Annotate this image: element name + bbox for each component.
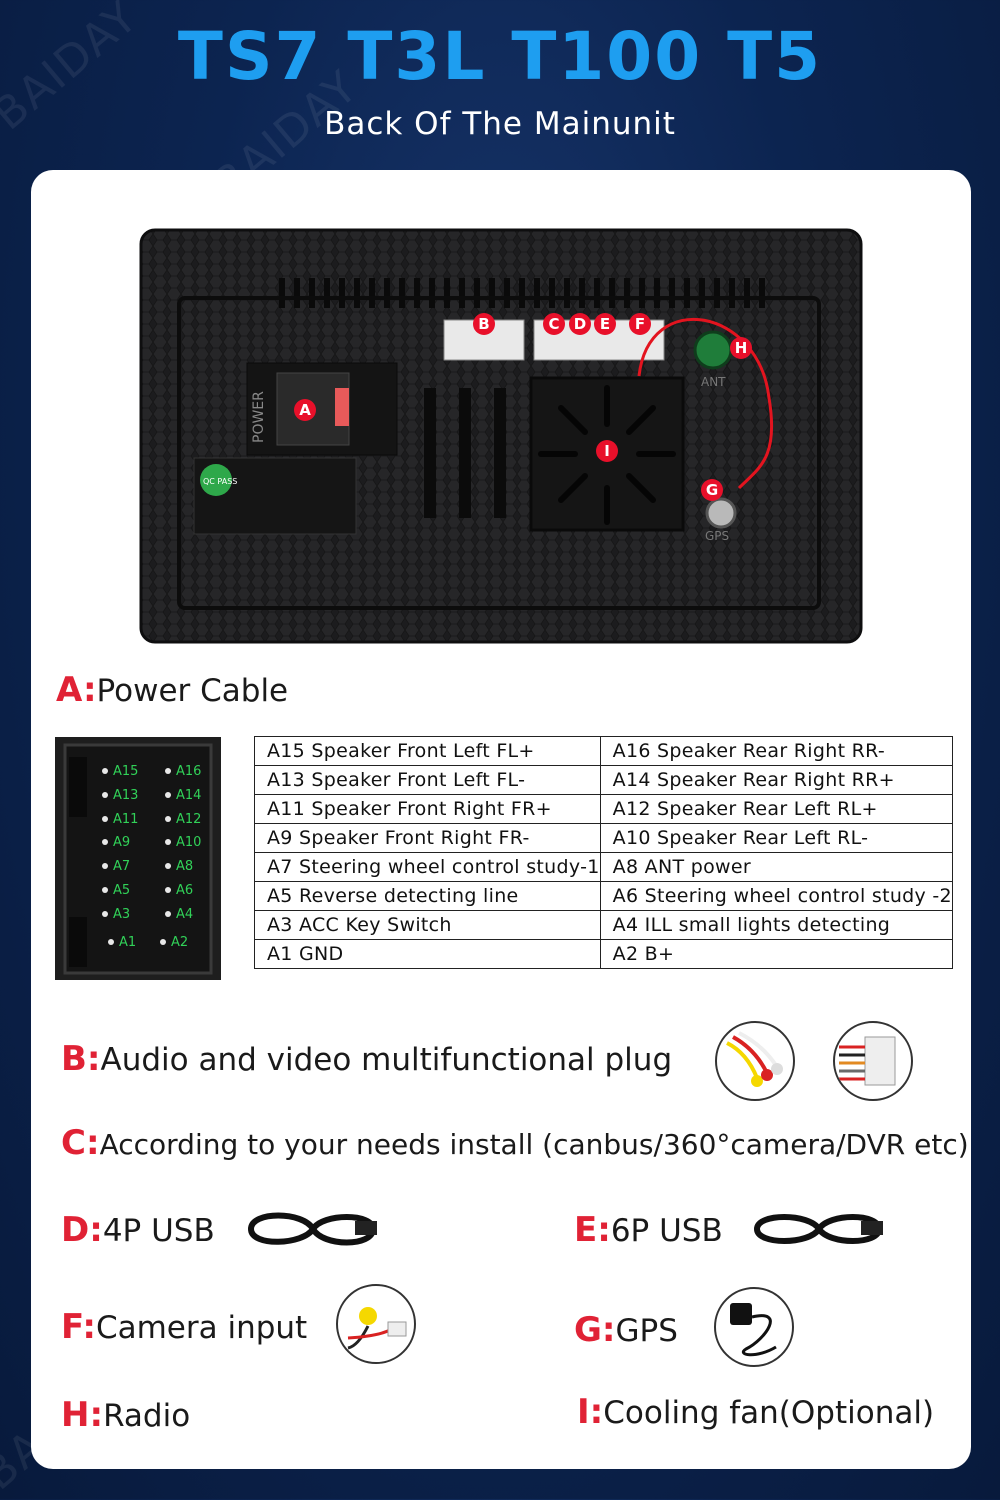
av-cable-thumbnail xyxy=(715,1021,795,1101)
section-g-text: GPS xyxy=(615,1313,678,1349)
pin-label: A5 xyxy=(113,883,130,898)
pin-label: A16 xyxy=(176,764,201,779)
pin-definition-table: A15 Speaker Front Left FL+A16 Speaker Re… xyxy=(254,736,953,969)
model-title: TS7 T3L T100 T5 xyxy=(177,18,823,95)
section-e-title: E:6P USB xyxy=(574,1210,723,1250)
pin-label: A14 xyxy=(176,788,201,803)
content-card: POWER QC PASS ANT GPS B C xyxy=(31,170,971,1469)
section-e-letter: E: xyxy=(574,1210,611,1250)
section-a-letter: A: xyxy=(56,670,97,710)
section-c-letter: C: xyxy=(61,1123,100,1163)
table-row: A13 Speaker Front Left FL-A14 Speaker Re… xyxy=(254,765,953,795)
pin-label: A15 xyxy=(113,764,138,779)
section-f-title: F:Camera input xyxy=(61,1307,307,1347)
section-b-letter: B: xyxy=(61,1039,101,1079)
section-a-text: Power Cable xyxy=(96,673,289,709)
section-f-letter: F: xyxy=(61,1307,96,1347)
table-cell: A10 Speaker Rear Left RL- xyxy=(599,823,953,853)
usb-6p-cable-image xyxy=(753,1214,883,1244)
harness-plug-thumbnail xyxy=(833,1021,913,1101)
table-cell: A13 Speaker Front Left FL- xyxy=(254,765,601,795)
marker-e: E xyxy=(600,315,610,333)
pin-label: A1 xyxy=(119,935,136,950)
qc-badge: QC PASS xyxy=(203,477,237,486)
section-h-letter: H: xyxy=(61,1395,104,1435)
table-cell: A1 GND xyxy=(254,939,601,969)
section-i-title: I:Cooling fan(Optional) xyxy=(577,1392,934,1432)
pin-label: A7 xyxy=(113,859,130,874)
pin-label: A11 xyxy=(113,812,138,827)
power-label: POWER xyxy=(251,391,267,443)
marker-c: C xyxy=(548,315,559,333)
pin-label: A9 xyxy=(113,835,130,850)
table-cell: A16 Speaker Rear Right RR- xyxy=(599,736,953,766)
camera-input-thumbnail xyxy=(336,1284,416,1364)
table-cell: A5 Reverse detecting line xyxy=(254,881,601,911)
table-cell: A6 Steering wheel control study -2 xyxy=(599,881,953,911)
section-d-title: D:4P USB xyxy=(61,1210,215,1250)
marker-d: D xyxy=(574,315,586,333)
page-subtitle: Back Of The Mainunit xyxy=(324,106,676,142)
section-b-title: B:Audio and video multifunctional plug xyxy=(61,1039,672,1079)
marker-h: H xyxy=(735,339,748,357)
section-c-title: C:According to your needs install (canbu… xyxy=(61,1123,969,1163)
section-a-title: A:Power Cable xyxy=(56,670,288,710)
table-cell: A15 Speaker Front Left FL+ xyxy=(254,736,601,766)
pin-label: A6 xyxy=(176,883,193,898)
pin-label: A4 xyxy=(176,907,193,922)
table-cell: A2 B+ xyxy=(599,939,953,969)
pin-label: A12 xyxy=(176,812,201,827)
marker-i: I xyxy=(604,442,610,460)
section-i-text: Cooling fan(Optional) xyxy=(603,1395,935,1431)
marker-a: A xyxy=(299,401,311,419)
ant-label: ANT xyxy=(701,375,726,389)
section-e-text: 6P USB xyxy=(610,1213,723,1249)
section-i-letter: I: xyxy=(577,1392,604,1432)
section-c-text: According to your needs install (canbus/… xyxy=(99,1128,969,1161)
table-cell: A14 Speaker Rear Right RR+ xyxy=(599,765,953,795)
mainunit-back-photo: POWER QC PASS ANT GPS B C xyxy=(139,228,863,644)
pin-label: A3 xyxy=(113,907,130,922)
table-row: A9 Speaker Front Right FR-A10 Speaker Re… xyxy=(254,823,953,853)
table-cell: A3 ACC Key Switch xyxy=(254,910,601,940)
marker-f: F xyxy=(635,315,645,333)
pin-label: A13 xyxy=(113,788,138,803)
table-cell: A12 Speaker Rear Left RL+ xyxy=(599,794,953,824)
gps-label: GPS xyxy=(705,529,729,543)
section-b-text: Audio and video multifunctional plug xyxy=(100,1042,673,1078)
pin-label: A10 xyxy=(176,835,201,850)
table-row: A15 Speaker Front Left FL+A16 Speaker Re… xyxy=(254,736,953,766)
section-h-text: Radio xyxy=(103,1398,191,1434)
table-cell: A11 Speaker Front Right FR+ xyxy=(254,794,601,824)
gps-antenna-thumbnail xyxy=(714,1287,794,1367)
section-g-title: G:GPS xyxy=(574,1310,678,1350)
table-cell: A8 ANT power xyxy=(599,852,953,882)
table-cell: A4 ILL small lights detecting xyxy=(599,910,953,940)
power-connector-photo: A15 A13 A11 A9 A7 A5 A3 A1 A16 A14 A12 A… xyxy=(55,737,221,980)
section-h-title: H:Radio xyxy=(61,1395,190,1435)
table-row: A11 Speaker Front Right FR+A12 Speaker R… xyxy=(254,794,953,824)
section-d-letter: D: xyxy=(61,1210,103,1250)
section-d-text: 4P USB xyxy=(102,1213,215,1249)
pin-label: A8 xyxy=(176,859,193,874)
section-f-text: Camera input xyxy=(95,1310,308,1346)
marker-b: B xyxy=(478,315,489,333)
pin-label: A2 xyxy=(171,935,188,950)
marker-g: G xyxy=(706,481,718,499)
table-cell: A7 Steering wheel control study-1 xyxy=(254,852,601,882)
table-cell: A9 Speaker Front Right FR- xyxy=(254,823,601,853)
usb-4p-cable-image xyxy=(247,1212,377,1246)
section-g-letter: G: xyxy=(574,1310,616,1350)
